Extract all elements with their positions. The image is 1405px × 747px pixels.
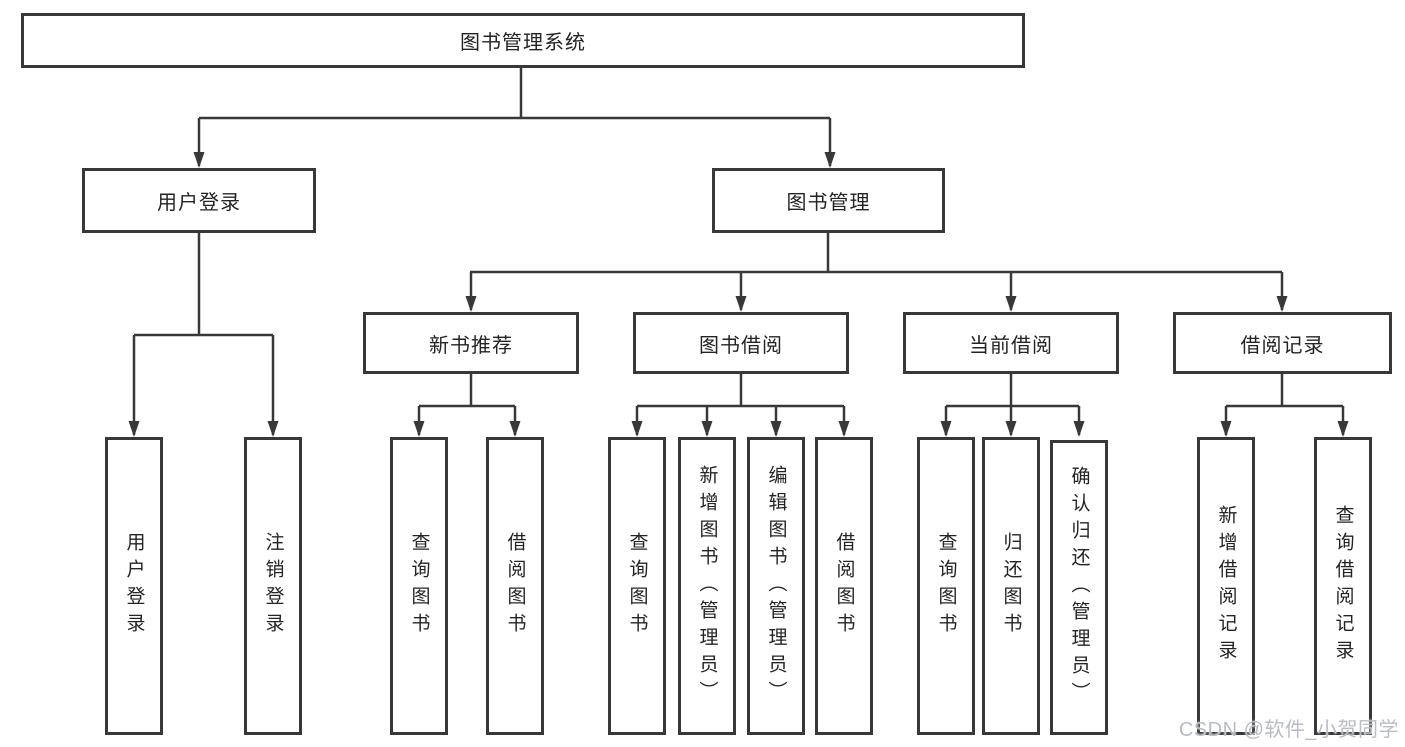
node-root-label: 图书管理系统 (460, 32, 586, 54)
node-book-borrowing: 图书借阅 (633, 312, 849, 374)
leaf-current-confirm-return-admin: 确认归还（管理员） (1050, 440, 1108, 735)
leaf-borrow-borrow-books: 借阅图书 (815, 437, 873, 735)
leaf-records-add-record-label: 新增借阅记录 (1215, 505, 1237, 667)
csdn-watermark: CSDN @软件_小贺同学 (1178, 719, 1399, 741)
leaf-records-query-record-label: 查询借阅记录 (1332, 505, 1354, 667)
leaf-newbooks-borrow-books: 借阅图书 (486, 437, 544, 735)
leaf-current-query-books-label: 查询图书 (935, 532, 957, 640)
node-root-system: 图书管理系统 (21, 13, 1025, 68)
node-current-borrowing-label: 当前借阅 (969, 334, 1053, 357)
leaf-user-login: 用户登录 (105, 437, 163, 735)
leaf-logout-label: 注销登录 (262, 532, 284, 640)
leaf-records-query-record: 查询借阅记录 (1314, 437, 1372, 735)
leaf-current-return-books: 归还图书 (982, 437, 1040, 735)
node-current-borrowing: 当前借阅 (903, 312, 1119, 374)
leaf-borrow-edit-books-admin-label: 编辑图书（管理员） (765, 464, 787, 708)
leaf-records-add-record: 新增借阅记录 (1197, 437, 1255, 735)
leaf-current-query-books: 查询图书 (917, 437, 975, 735)
leaf-borrow-borrow-books-label: 借阅图书 (833, 532, 855, 640)
leaf-borrow-add-books-admin-label: 新增图书（管理员） (696, 464, 718, 708)
leaf-borrow-add-books-admin: 新增图书（管理员） (678, 437, 736, 735)
node-book-management-label: 图书管理 (786, 192, 871, 214)
leaf-current-confirm-return-admin-label: 确认归还（管理员） (1068, 466, 1090, 709)
leaf-current-return-books-label: 归还图书 (1000, 532, 1022, 640)
node-book-management: 图书管理 (712, 168, 945, 233)
node-book-borrowing-label: 图书借阅 (699, 334, 783, 357)
leaf-newbooks-borrow-books-label: 借阅图书 (504, 532, 526, 640)
leaf-borrow-edit-books-admin: 编辑图书（管理员） (747, 437, 805, 735)
leaf-user-login-label: 用户登录 (123, 532, 145, 640)
leaf-borrow-query-books-label: 查询图书 (626, 532, 648, 640)
node-borrowing-records-label: 借阅记录 (1240, 334, 1325, 357)
leaf-borrow-query-books: 查询图书 (608, 437, 666, 735)
node-user-login-label: 用户登录 (157, 192, 241, 214)
node-new-book-recommend: 新书推荐 (363, 312, 579, 374)
leaf-newbooks-query-books: 查询图书 (390, 437, 448, 735)
node-user-login: 用户登录 (82, 168, 316, 233)
node-new-book-recommend-label: 新书推荐 (429, 334, 513, 357)
leaf-newbooks-query-books-label: 查询图书 (408, 532, 430, 640)
leaf-logout: 注销登录 (244, 437, 302, 735)
node-borrowing-records: 借阅记录 (1173, 312, 1392, 374)
